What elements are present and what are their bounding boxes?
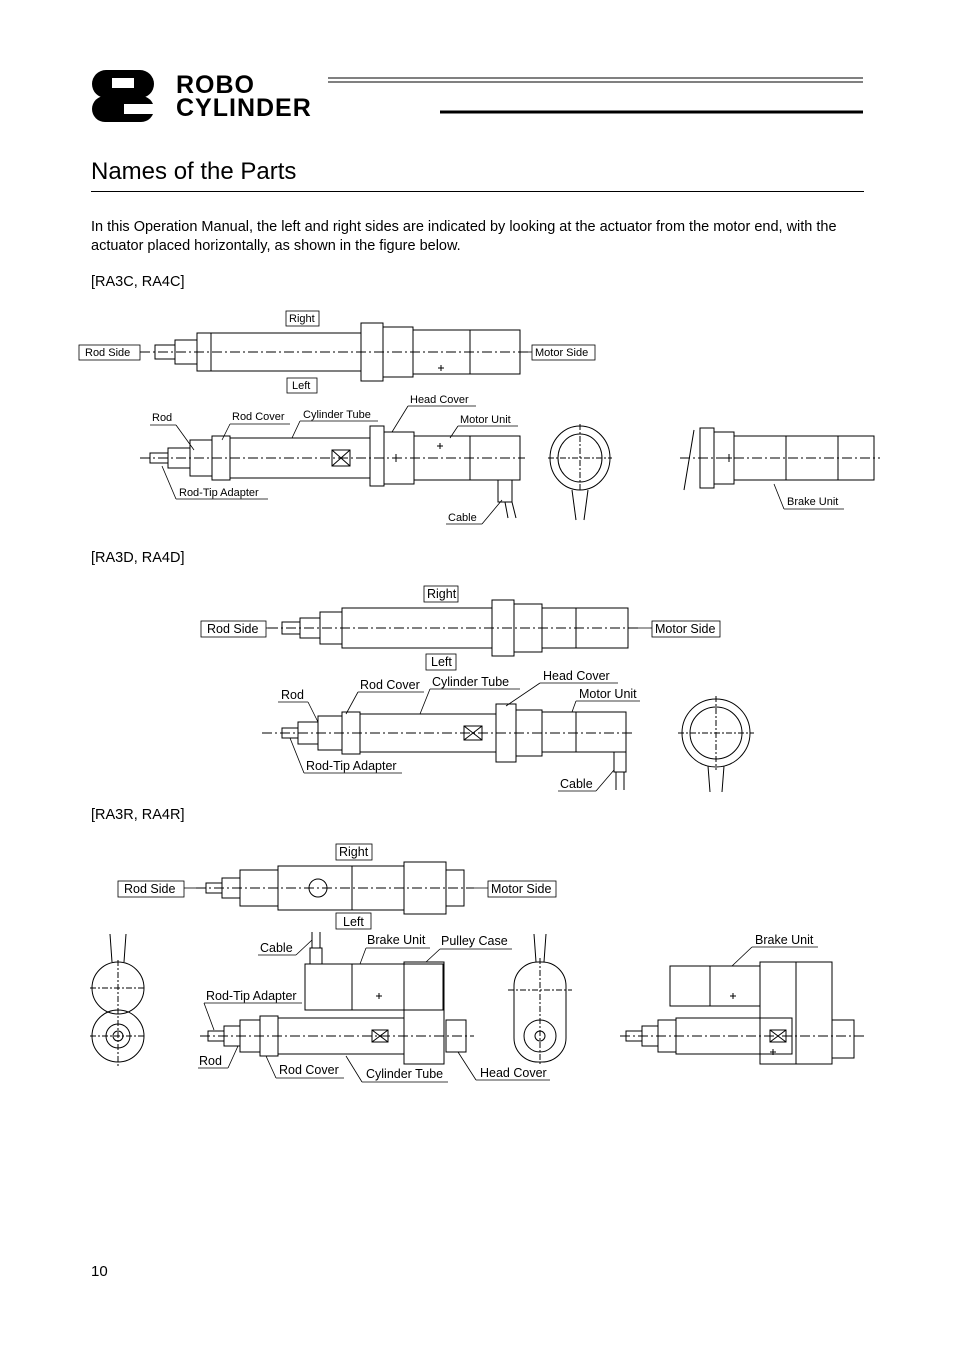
- s3-head-cover-label: Head Cover: [480, 1066, 547, 1080]
- title-divider: [91, 191, 864, 192]
- s3-cable-label: Cable: [260, 941, 293, 955]
- s2-cylinder-tube-label: Cylinder Tube: [432, 675, 509, 689]
- s2-motor-unit-label: Motor Unit: [579, 687, 637, 701]
- ra3d-top-view: [268, 599, 640, 657]
- s1-rod-side-label: Rod Side: [85, 347, 130, 359]
- s1-left-label: Left: [292, 380, 310, 392]
- s2-cable-label: Cable: [560, 777, 593, 791]
- s1-rod-label: Rod: [152, 412, 172, 424]
- ra3c-top-view: [140, 322, 528, 382]
- s1-cylinder-tube-label: Cylinder Tube: [303, 409, 371, 421]
- s2-head-cover-label: Head Cover: [543, 669, 610, 683]
- s3-left-label: Left: [343, 915, 364, 929]
- s1-head-cover-label: Head Cover: [410, 394, 469, 406]
- s3-rod-label: Rod: [199, 1054, 222, 1068]
- logo-line2: CYLINDER: [176, 94, 312, 122]
- ra3r-side-view: [200, 932, 474, 1065]
- label-boxes: [78, 310, 844, 1083]
- s1-cable-label: Cable: [448, 512, 477, 524]
- s3-rod-cover-label: Rod Cover: [279, 1063, 339, 1077]
- s2-rod-tip-adapter-label: Rod-Tip Adapter: [306, 759, 397, 773]
- logo-line1: ROBO: [176, 71, 255, 99]
- s1-motor-side-label: Motor Side: [535, 347, 588, 359]
- section-title-ra3r: [RA3R, RA4R]: [91, 807, 185, 823]
- section-title-ra3c: [RA3C, RA4C]: [91, 274, 185, 290]
- section-title-ra3d: [RA3D, RA4D]: [91, 550, 185, 566]
- s2-right-label: Right: [427, 587, 457, 601]
- ra3r-end-view-left: [90, 933, 146, 1066]
- s3-right-label: Right: [339, 845, 369, 859]
- s3-cylinder-tube-label: Cylinder Tube: [366, 1067, 443, 1081]
- s1-motor-unit-label: Motor Unit: [460, 414, 511, 426]
- s2-left-label: Left: [431, 655, 452, 669]
- s1-brake-unit-label: Brake Unit: [787, 496, 838, 508]
- ra3r-top-view: [196, 861, 474, 915]
- s2-motor-side-label: Motor Side: [655, 622, 715, 636]
- s3-brake-unit-2-label: Brake Unit: [755, 933, 814, 947]
- ra3d-side-view: [262, 703, 635, 790]
- ra3r-end-view-center: [508, 933, 572, 1066]
- s2-rod-label: Rod: [281, 688, 304, 702]
- ra3r-brake-view: [620, 961, 866, 1065]
- s2-rod-cover-label: Rod Cover: [360, 678, 420, 692]
- s3-motor-side-label: Motor Side: [491, 882, 551, 896]
- ra3c-side-view: [140, 425, 525, 519]
- s1-right-label: Right: [289, 313, 315, 325]
- s3-rod-side-label: Rod Side: [124, 882, 175, 896]
- robo-cylinder-logo: ROBO CYLINDER: [92, 70, 863, 122]
- s3-brake-unit-label: Brake Unit: [367, 933, 426, 947]
- s2-rod-side-label: Rod Side: [207, 622, 258, 636]
- ra3d-end-view: [678, 696, 754, 793]
- actuator-diagrams: Right Left Rod Side Motor Side Rod Rod C…: [78, 310, 880, 1083]
- intro-paragraph: In this Operation Manual, the left and r…: [91, 219, 837, 254]
- page-title: Names of the Parts: [91, 158, 297, 185]
- s3-pulley-case-label: Pulley Case: [441, 934, 508, 948]
- s1-rod-tip-adapter-label: Rod-Tip Adapter: [179, 487, 259, 499]
- s3-rod-tip-adapter-label: Rod-Tip Adapter: [206, 989, 297, 1003]
- ra3c-end-view: [548, 424, 612, 521]
- ra3c-brake-view: [680, 427, 880, 491]
- page-number: 10: [91, 1263, 108, 1280]
- s1-rod-cover-label: Rod Cover: [232, 411, 285, 423]
